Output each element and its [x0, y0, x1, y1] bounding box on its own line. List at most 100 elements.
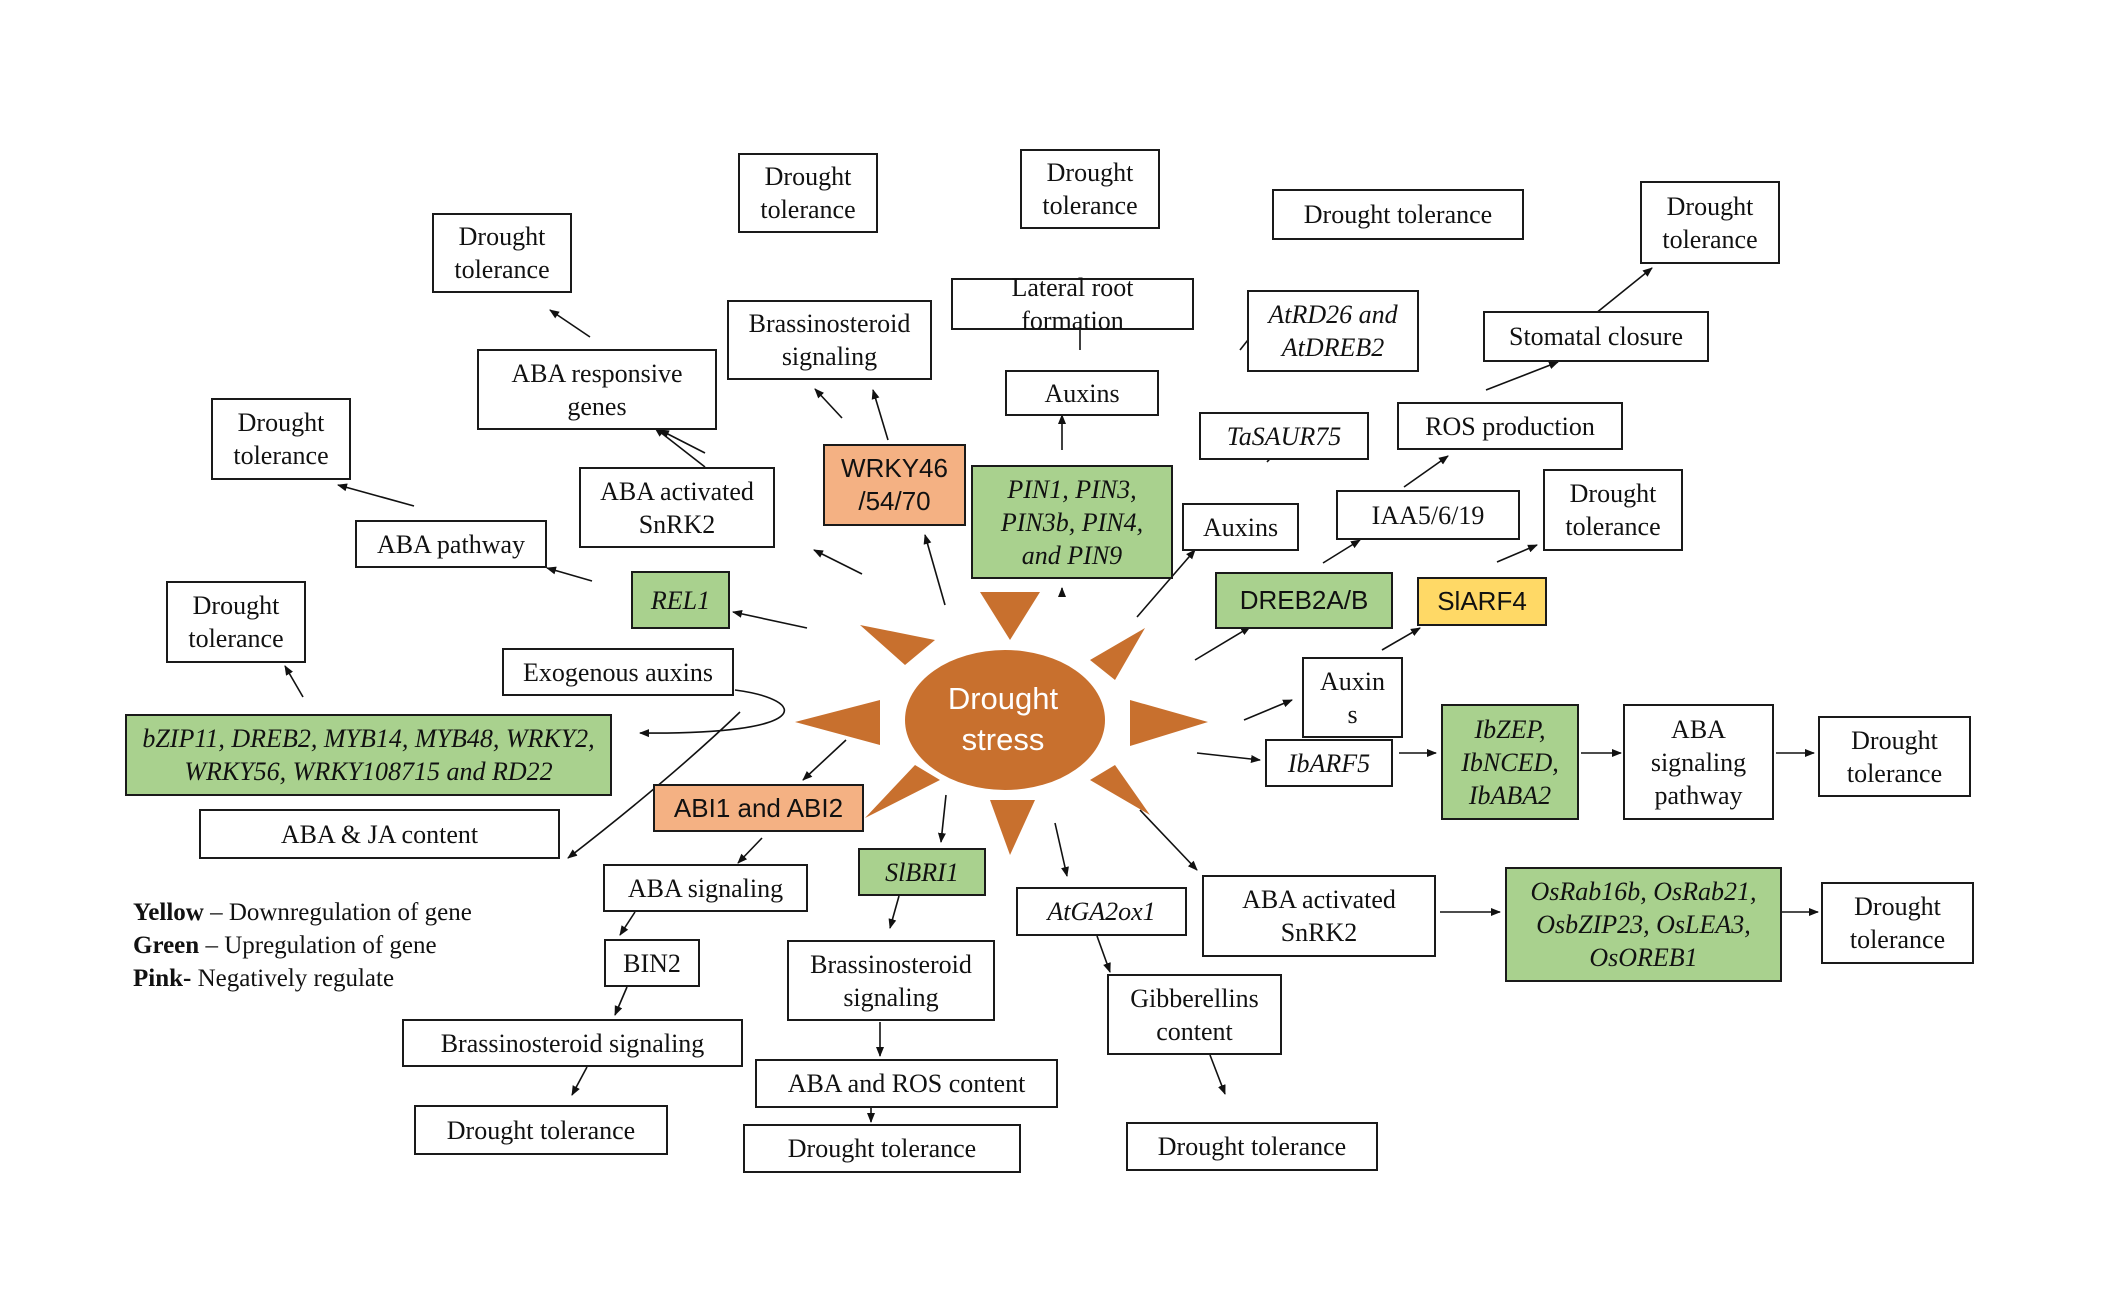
legend-text: – Downregulation of gene [203, 899, 472, 926]
node-pin-genes: PIN1, PIN3, PIN3b, PIN4, and PIN9 [971, 465, 1173, 579]
node-atga2ox1: AtGA2ox1 [1016, 887, 1187, 936]
sun-ray [1130, 700, 1208, 746]
sun-ray [980, 592, 1040, 640]
node-slarf4: SlARF4 [1417, 577, 1547, 626]
node-dt-right-mid: Drought tolerance [1818, 716, 1971, 797]
legend-text: – Upregulation of gene [199, 932, 437, 959]
arrow [1196, 752, 1261, 763]
node-dt-slarf4: Drought tolerance [1543, 469, 1683, 551]
node-aba-snrk2-top: ABA activated SnRK2 [579, 467, 775, 548]
arrow [871, 389, 889, 441]
arrow [1589, 267, 1653, 319]
node-aba-pathway: ABA pathway [355, 520, 547, 568]
node-auxins-mid: Auxin s [1302, 657, 1403, 738]
node-ros-production: ROS production [1397, 402, 1623, 450]
arrow [1139, 809, 1198, 871]
sun-ray [990, 800, 1035, 855]
node-aba-ros: ABA and ROS content [755, 1059, 1058, 1108]
node-rel1: REL1 [631, 571, 730, 629]
sun-shape [795, 592, 1208, 855]
node-exogenous-auxins: Exogenous auxins [502, 648, 734, 696]
sun-ray [1090, 628, 1145, 680]
node-brassinosteroid-low: Brassinosteroid signaling [402, 1019, 743, 1067]
sun-ray [860, 625, 935, 665]
arrow [923, 534, 946, 606]
node-dt-left: Drought tolerance [211, 398, 351, 480]
arrow [549, 309, 591, 338]
node-dt-far-top-right: Drought tolerance [1640, 181, 1780, 264]
legend-row-pink: Pink- Negatively regulate [133, 962, 472, 995]
arrow [1243, 699, 1293, 721]
arrow [937, 794, 947, 843]
sun-ray [1090, 765, 1150, 815]
node-aba-signaling: ABA signaling [603, 864, 808, 912]
node-aba-responsive-genes: ABA responsive genes [477, 349, 717, 430]
legend-key: Green [133, 932, 200, 959]
node-auxins-right: Auxins [1182, 503, 1299, 551]
sun-ray [795, 700, 880, 745]
arrow [619, 911, 636, 936]
node-dt-top-center: Drought tolerance [1020, 149, 1160, 229]
sun-ray [865, 765, 940, 818]
arrow [1096, 935, 1111, 973]
legend-row-yellow: Yellow – Downregulation of gene [133, 896, 472, 929]
center-label: Drought stress [947, 681, 1059, 757]
node-brassinosteroid-mid: Brassinosteroid signaling [787, 940, 995, 1021]
arrow [1054, 822, 1069, 877]
node-slbri1: SlBRI1 [858, 848, 986, 896]
arrow [284, 665, 304, 698]
node-brassinosteroid-top: Brassinosteroid signaling [727, 300, 932, 380]
arrow [1209, 1054, 1226, 1095]
arrow [732, 609, 808, 629]
arrow [888, 895, 900, 929]
arrow [1136, 549, 1196, 618]
node-dt-top-left: Drought tolerance [432, 213, 572, 293]
legend-row-green: Green – Upregulation of gene [133, 929, 472, 962]
sun-core [905, 650, 1105, 790]
node-tasaur75: TaSAUR75 [1199, 412, 1369, 460]
node-dt-bottom-left: Drought tolerance [414, 1105, 668, 1155]
node-dreb2ab: DREB2A/B [1215, 572, 1393, 629]
node-iaa: IAA5/6/19 [1336, 490, 1520, 540]
arrow [337, 483, 415, 507]
arrow [1403, 455, 1449, 488]
node-dt-left-low: Drought tolerance [166, 581, 306, 663]
arrow [1381, 627, 1421, 651]
arrow [546, 566, 593, 582]
arrow [654, 427, 706, 468]
node-bin2: BIN2 [604, 939, 700, 987]
node-dt-top-right: Drought tolerance [1272, 189, 1524, 240]
node-gibberellins: Gibberellins content [1107, 974, 1282, 1055]
arrow [1496, 544, 1538, 563]
legend-text: Negatively regulate [191, 965, 395, 992]
node-dt-top-mid: Drought tolerance [738, 153, 878, 233]
arrow [813, 549, 863, 575]
arrow [1322, 539, 1361, 564]
node-aba-snrk2-bottom: ABA activated SnRK2 [1202, 875, 1436, 957]
arrow-curved [639, 689, 786, 738]
node-lateral-root: Lateral root formation [951, 273, 1194, 335]
arrow [614, 986, 628, 1016]
legend-key: Pink- [133, 965, 192, 992]
arrow [571, 1066, 588, 1096]
legend-key: Yellow [133, 899, 204, 926]
node-dt-right-low: Drought tolerance [1821, 882, 1974, 964]
arrow [814, 388, 843, 419]
node-osrab: OsRab16b, OsRab21, OsbZIP23, OsLEA3, OsO… [1505, 867, 1782, 982]
node-ibarf5: IbARF5 [1265, 739, 1393, 787]
node-atrd26: AtRD26 and AtDREB2 [1247, 290, 1419, 372]
legend: Yellow – Downregulation of gene Green – … [133, 896, 472, 995]
node-aba-ja-content: ABA & JA content [199, 809, 560, 859]
node-dt-bottom-mid: Drought tolerance [743, 1124, 1021, 1173]
arrow [802, 739, 847, 781]
arrow [737, 837, 763, 864]
node-abi: ABI1 and ABI2 [653, 784, 864, 832]
arrow [1485, 361, 1559, 391]
node-auxins-top: Auxins [1005, 370, 1159, 416]
node-bzip-genes: bZIP11, DREB2, MYB14, MYB48, WRKY2, WRKY… [125, 714, 612, 796]
arrow [1194, 626, 1251, 661]
node-dt-bottom-right: Drought tolerance [1126, 1122, 1378, 1171]
node-ibzep: IbZEP, IbNCED, IbABA2 [1441, 704, 1579, 820]
